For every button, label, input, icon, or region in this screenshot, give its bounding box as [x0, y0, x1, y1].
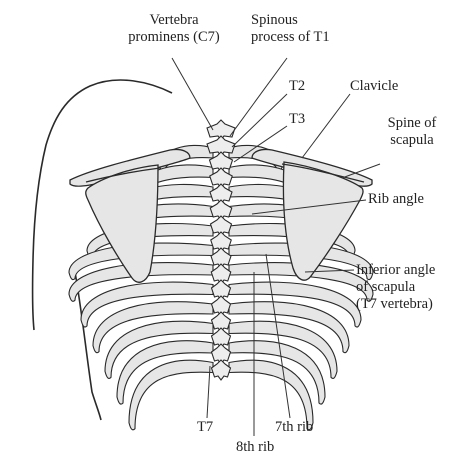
leader-clavicle — [302, 94, 350, 158]
label-t3: T3 — [289, 111, 305, 128]
label-rib-angle: Rib angle — [368, 191, 424, 208]
leader-spinous-process-t1 — [230, 58, 287, 136]
label-t2: T2 — [289, 78, 305, 95]
leader-t2 — [232, 94, 287, 147]
label-spinous-process-t1-line2: process of T1 — [251, 29, 330, 46]
label-7th-rib: 7th rib — [275, 419, 313, 436]
label-clavicle: Clavicle — [350, 78, 398, 95]
label-vertebra-prominens: Vertebra prominens (C7) — [124, 12, 224, 46]
label-spine-of-scapula: Spine of scapula — [372, 115, 452, 149]
leader-t7 — [207, 366, 210, 418]
label-spinous-process-t1-line1: Spinous — [251, 12, 330, 29]
label-inferior-angle-line1: Inferior angle — [356, 262, 435, 279]
label-spine-of-scapula-line1: Spine of — [372, 115, 452, 132]
vertebra-16 — [212, 360, 231, 380]
leader-vertebra-prominens — [172, 58, 213, 130]
left-scapula — [86, 165, 158, 282]
label-vertebra-prominens-line2: prominens (C7) — [124, 29, 224, 46]
label-inferior-angle-line3: (T7 vertebra) — [356, 296, 435, 313]
label-vertebra-prominens-line1: Vertebra — [124, 12, 224, 29]
label-spine-of-scapula-line2: scapula — [372, 132, 452, 149]
label-inferior-angle: Inferior angle of scapula (T7 vertebra) — [356, 262, 435, 313]
label-spinous-process-t1: Spinous process of T1 — [251, 12, 330, 46]
label-t7: T7 — [197, 419, 213, 436]
label-inferior-angle-line2: of scapula — [356, 279, 435, 296]
label-8th-rib: 8th rib — [236, 439, 274, 456]
